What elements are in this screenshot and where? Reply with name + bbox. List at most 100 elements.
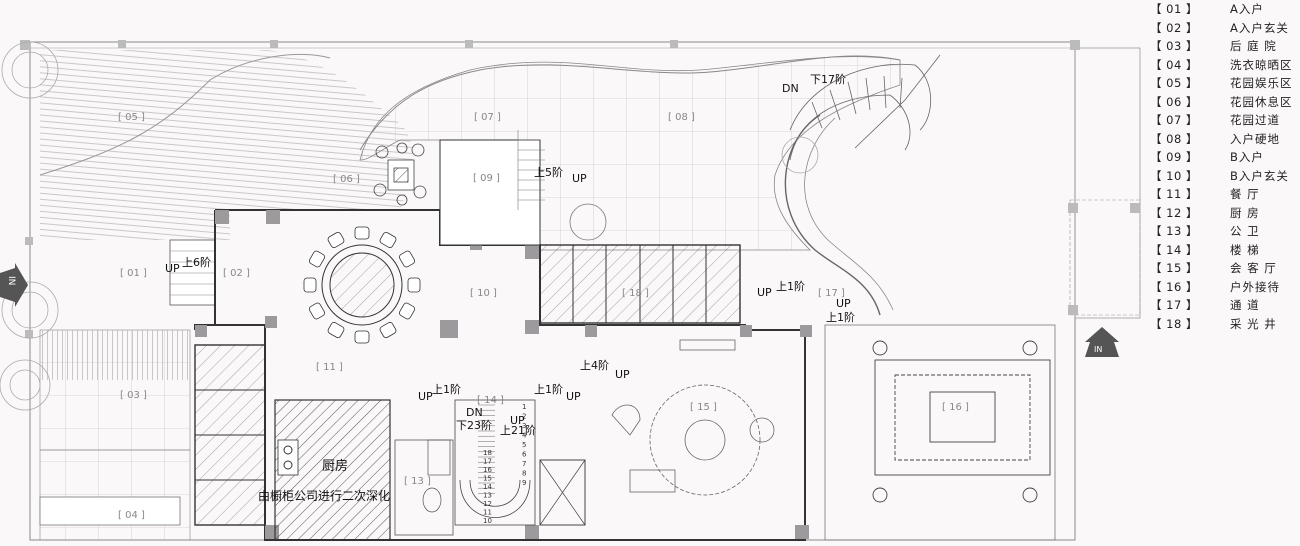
dining-chair	[327, 231, 345, 248]
legend-row: 【 03 】 后 庭 院	[1150, 37, 1300, 56]
legend-row: 【 11 】 餐 厅	[1150, 185, 1300, 204]
legend-number: 【 09 】	[1150, 150, 1198, 164]
room-tag-01: [ 01 ]	[120, 268, 147, 279]
up-label-01: UP	[165, 262, 180, 275]
legend-row: 【 16 】户外接待	[1150, 278, 1300, 297]
trees	[0, 41, 819, 411]
up-1-label-14b: 上1阶	[534, 382, 563, 396]
legend-room-name: A入户	[1230, 2, 1264, 16]
stair-step-number: 15	[483, 475, 492, 483]
stair-step-number: 2	[522, 413, 526, 421]
up-1-label-14a: 上1阶	[432, 382, 461, 396]
stair-step-number: 16	[483, 466, 492, 474]
legend-row: 【 01 】A入户	[1150, 0, 1300, 19]
dining-table	[321, 244, 403, 326]
legend-row: 【 05 】花园娱乐区	[1150, 74, 1300, 93]
legend-room-name: 会 客 厅	[1230, 261, 1277, 275]
entry-b-platform-09	[439, 139, 541, 246]
legend-room-name: 洗衣晾晒区	[1230, 57, 1293, 72]
dining-chair	[399, 250, 416, 268]
up-5-label: 上5阶	[534, 165, 563, 179]
dining-chair	[354, 330, 370, 344]
legend-number: 【 12 】	[1150, 205, 1198, 220]
legend-number: 【 10 】	[1150, 168, 1198, 183]
garden-table-06	[373, 142, 427, 206]
legend-room-name: 花园休息区	[1230, 94, 1293, 109]
stairwell-14	[454, 399, 536, 526]
legend-number: 【 07 】	[1150, 113, 1198, 127]
legend-number: 【 06 】	[1150, 94, 1198, 109]
legend-row: 【 12 】 厨 房	[1150, 204, 1300, 223]
room-tag-03: [ 03 ]	[120, 390, 147, 401]
legend-row: 【 17 】通 道	[1150, 296, 1300, 315]
legend-row: 【 18 】 采 光 井	[1150, 315, 1300, 334]
legend-number: 【 05 】	[1150, 76, 1198, 90]
dining-chair	[303, 277, 317, 293]
legend-row: 【 07 】 花园过道	[1150, 111, 1300, 130]
up-21-label: 上21阶	[500, 423, 536, 437]
elevator-box	[539, 459, 586, 526]
kitchen-label: 厨房	[322, 458, 348, 474]
outdoor-reception-16	[824, 324, 1056, 541]
legend-number: 【 14 】	[1150, 242, 1198, 257]
room-tag-08: [ 08 ]	[668, 112, 695, 123]
dining-chair	[354, 226, 370, 240]
up-label-14a: UP	[615, 368, 630, 381]
kitchen-note: 由橱柜公司进行二次深化	[258, 489, 390, 503]
dn-label-14: DN	[466, 406, 483, 419]
entry-arrow-b	[1085, 327, 1119, 357]
legend-room-name: 户外接待	[1230, 279, 1280, 294]
legend-room-name: 花园过道	[1230, 113, 1280, 127]
room-tag-18: [ 18 ]	[622, 288, 649, 299]
room-tag-06: [ 06 ]	[333, 174, 360, 185]
room-tag-13: [ 13 ]	[404, 476, 431, 487]
legend-room-name: 后 庭 院	[1230, 39, 1277, 53]
legend-number: 【 04 】	[1150, 57, 1198, 72]
stair-step-number: 6	[522, 451, 527, 459]
room-tag-07: [ 07 ]	[474, 112, 501, 123]
entry-b-in-label: IN	[1094, 345, 1102, 354]
legend-room-name: B入户玄关	[1230, 168, 1289, 183]
legend-room-name: 餐 厅	[1230, 187, 1260, 201]
legend-number: 【 18 】	[1150, 316, 1198, 331]
up-1-label-17a: 上1阶	[776, 279, 805, 293]
dining-chairs	[303, 226, 421, 344]
room-tag-09: [ 09 ]	[473, 173, 500, 184]
legend-room-name: 采 光 井	[1230, 316, 1277, 331]
legend-number: 【 13 】	[1150, 224, 1198, 238]
up-label-14c: UP	[566, 390, 581, 403]
legend-number: 【 03 】	[1150, 39, 1198, 53]
stair-step-number: 5	[522, 441, 526, 449]
legend-room-name: 楼 梯	[1230, 242, 1260, 257]
up-label-14b: UP	[418, 390, 433, 403]
stair-step-number: 17	[483, 458, 492, 466]
room-tag-10: [ 10 ]	[470, 288, 497, 299]
legend-row: 【 14 】 楼 梯	[1150, 241, 1300, 260]
room-tag-11: [ 11 ]	[316, 362, 343, 373]
legend-row: 【 09 】B入户	[1150, 148, 1300, 167]
up-label-09: UP	[572, 172, 587, 185]
bathroom-13	[394, 439, 454, 536]
stair-step-number: 1	[522, 403, 526, 411]
dn-label-17: DN	[782, 82, 799, 95]
lounge-15	[611, 339, 775, 496]
legend-room-name: 入户硬地	[1230, 131, 1280, 146]
dining-chair	[308, 302, 325, 320]
legend-number: 【 11 】	[1150, 187, 1198, 201]
entry-arrow-a	[0, 263, 28, 307]
laundry-04	[39, 449, 191, 541]
legend-room-name: 厨 房	[1230, 205, 1260, 220]
up-label-14d: UP	[510, 414, 525, 427]
room-tag-14: [ 14 ]	[477, 395, 504, 406]
dining-chair	[327, 322, 345, 339]
room-tag-04: [ 04 ]	[118, 510, 145, 521]
walkway-curve-top	[359, 55, 901, 151]
legend-row: 【 06 】 花园休息区	[1150, 93, 1300, 112]
up-4-label: 上4阶	[580, 358, 609, 372]
legend-row: 【 15 】会 客 厅	[1150, 259, 1300, 278]
garden-deck-05	[40, 50, 413, 240]
room-legend: 【 01 】A入户【 02 】A入户玄关【 03 】后 庭 院【 04 】洗衣晾…	[1150, 0, 1300, 333]
stair-step-number: 7	[522, 460, 526, 468]
deck-strip-03	[40, 330, 190, 380]
entry-a-in-label: IN	[6, 276, 16, 285]
